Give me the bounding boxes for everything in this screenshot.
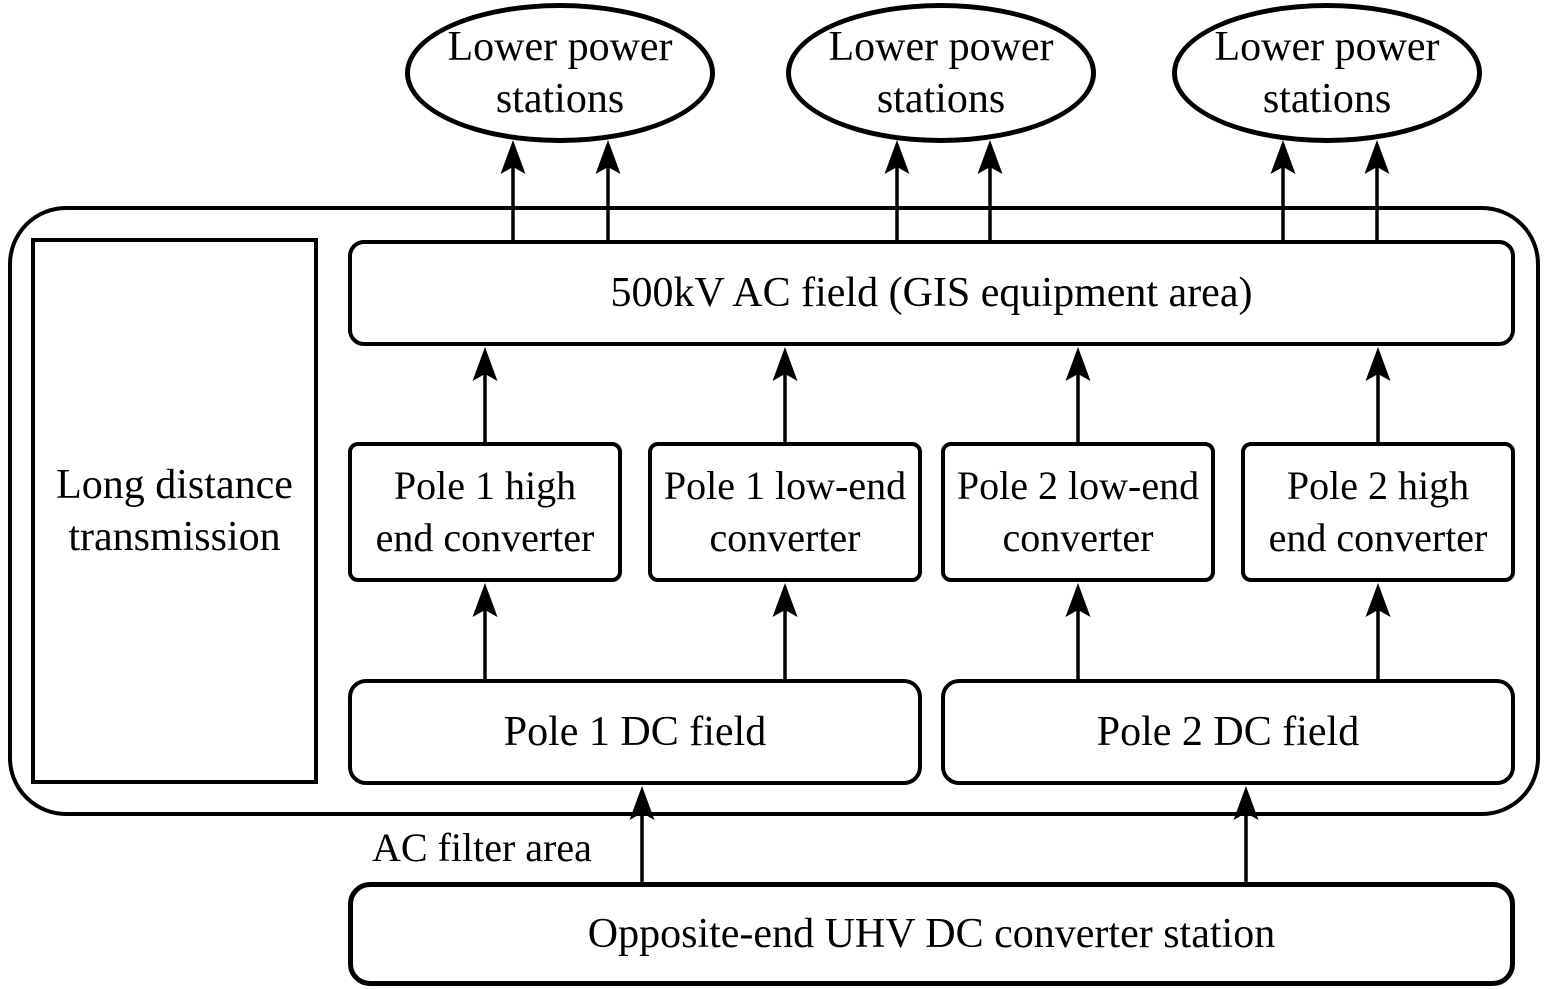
node-label-line: end converter — [375, 515, 595, 560]
node-pole2-dc-field: Pole 2 DC field — [941, 679, 1515, 785]
node-label: Pole 2 DC field — [1096, 709, 1360, 755]
node-label-line: Pole 2 high — [1286, 463, 1470, 508]
node-label-line: Lower power — [1214, 24, 1440, 70]
node-lower-power-stations-1: Lower power stations — [405, 3, 715, 143]
node-lower-power-stations-3: Lower power stations — [1172, 3, 1482, 143]
node-pole1-dc-field: Pole 1 DC field — [348, 679, 922, 785]
node-label-line: converter — [709, 515, 861, 560]
node-pole2-low-end-converter: Pole 2 low-end converter — [941, 442, 1215, 582]
node-label-line: Pole 1 low-end — [663, 463, 907, 508]
node-pole1-low-end-converter: Pole 1 low-end converter — [648, 442, 922, 582]
node-label-line: stations — [495, 76, 625, 122]
ac-filter-area-label: AC filter area — [372, 825, 592, 870]
node-label: Opposite-end UHV DC converter station — [587, 911, 1276, 957]
node-label-line: Long distance — [56, 462, 293, 508]
node-pole1-high-end-converter: Pole 1 high end converter — [348, 442, 622, 582]
node-label: 500kV AC field (GIS equipment area) — [610, 270, 1253, 316]
node-ac-field: 500kV AC field (GIS equipment area) — [348, 240, 1515, 346]
node-label-line: stations — [876, 76, 1006, 122]
node-label-line: stations — [1262, 76, 1392, 122]
node-label-line: Pole 1 high — [393, 463, 577, 508]
node-label-line: Lower power — [447, 24, 673, 70]
node-label-line: Lower power — [828, 24, 1054, 70]
node-long-distance-transmission: Long distance transmission — [31, 238, 318, 784]
node-label-line: end converter — [1268, 515, 1488, 560]
node-label: Pole 1 DC field — [503, 709, 767, 755]
node-pole2-high-end-converter: Pole 2 high end converter — [1241, 442, 1515, 582]
node-opposite-end-station: Opposite-end UHV DC converter station — [348, 882, 1515, 986]
node-label-line: Pole 2 low-end — [956, 463, 1200, 508]
node-lower-power-stations-2: Lower power stations — [786, 3, 1096, 143]
node-label-line: converter — [1002, 515, 1154, 560]
node-label-line: transmission — [68, 514, 281, 560]
